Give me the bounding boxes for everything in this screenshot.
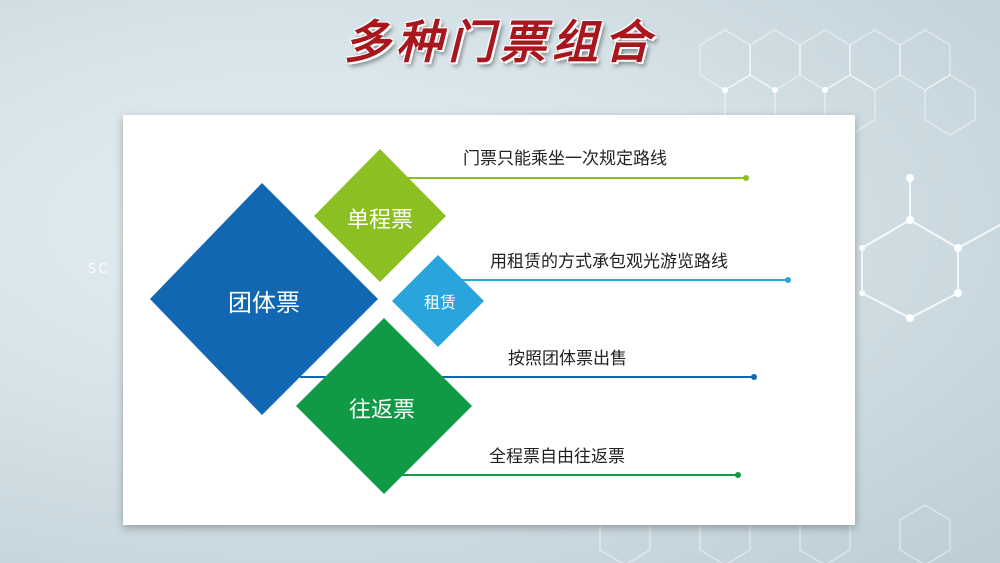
connector-dot-3 — [751, 374, 757, 380]
description-group: 按照团体票出售 — [508, 349, 627, 369]
diamond-return-ticket — [296, 318, 472, 494]
diamond-rental — [392, 255, 484, 347]
description-single: 门票只能乘坐一次规定路线 — [463, 149, 667, 169]
connector-dot-4 — [735, 472, 741, 478]
diamond-label-rental: 租赁 — [424, 293, 456, 312]
description-rental: 用租赁的方式承包观光游览路线 — [490, 252, 728, 272]
background-text: SC — [88, 262, 110, 277]
diamond-group-ticket — [150, 183, 378, 415]
connector-dot-1 — [743, 175, 749, 181]
diamond-single-ticket — [314, 149, 446, 282]
page-title: 多种门票组合 — [344, 15, 656, 69]
diamond-label-group: 团体票 — [228, 289, 300, 317]
description-return: 全程票自由往返票 — [489, 447, 625, 467]
diamond-label-return: 往返票 — [349, 398, 415, 423]
diamond-label-single: 单程票 — [347, 208, 413, 233]
connector-dot-2 — [785, 277, 791, 283]
